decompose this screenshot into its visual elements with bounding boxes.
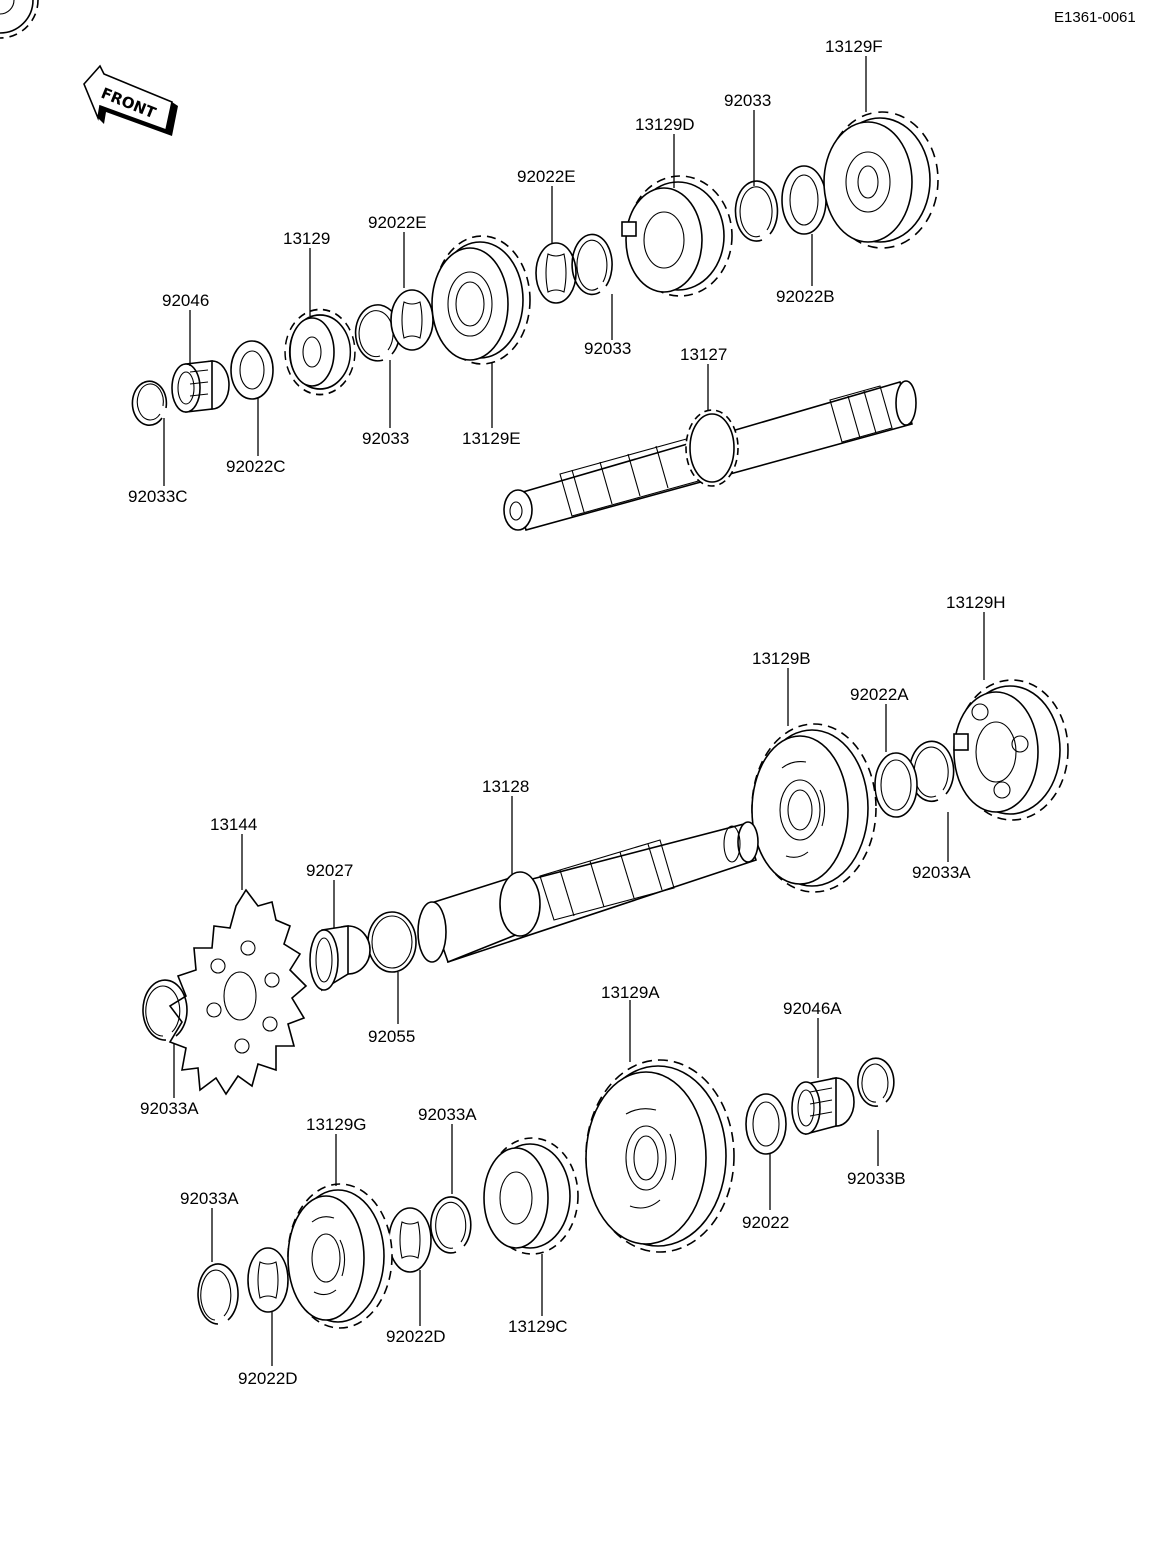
gear-13129c [483, 1137, 579, 1255]
callout-92046: 92046 [162, 291, 209, 310]
needle-bearing-92046 [171, 360, 230, 413]
circlip-92033a-right [908, 740, 955, 803]
gear-13129 [0, 0, 356, 396]
callout-92033-top: 92033 [724, 91, 771, 110]
callout-92033a-low: 92033A [180, 1189, 239, 1208]
callout-92022e-upper: 92022E [517, 167, 576, 186]
gear-13129d [621, 175, 733, 297]
callout-92022b: 92022B [776, 287, 835, 306]
callout-13128: 13128 [482, 777, 529, 796]
gear-13129f [823, 111, 939, 249]
washer-92022b [781, 165, 827, 235]
output-shaft-13128 [417, 821, 759, 964]
callout-13129c: 13129C [508, 1317, 568, 1336]
gear-13129h [953, 679, 1069, 821]
diagram-code: E1361-0061 [1054, 9, 1136, 26]
callout-92046a: 92046A [783, 999, 842, 1018]
washer-92022e-upper [535, 242, 577, 304]
callout-92033a-right: 92033A [912, 863, 971, 882]
circlip-92033a-left [142, 979, 188, 1041]
gear-13129g [287, 1183, 393, 1329]
callout-92033-mid: 92033 [584, 339, 631, 358]
callout-13144: 13144 [210, 815, 257, 834]
washer-92022e-lower [390, 289, 434, 351]
callout-labels: 13129F 92033 13129D 92022E 92022E 13129 … [128, 37, 1006, 1388]
drive-shaft-13127 [503, 380, 917, 531]
callout-92022e-lower: 92022E [368, 213, 427, 232]
circlip-92033-top [734, 180, 779, 242]
callout-13129a: 13129A [601, 983, 660, 1002]
callout-92033a-left: 92033A [140, 1099, 199, 1118]
callout-13129d: 13129D [635, 115, 695, 134]
callout-92027: 92027 [306, 861, 353, 880]
washer-92022c [230, 340, 274, 400]
callout-13129g: 13129G [306, 1115, 367, 1134]
gear-13129b [751, 723, 877, 893]
callout-92033a-mid: 92033A [418, 1105, 477, 1124]
washer-92022 [745, 1093, 787, 1155]
circlip-92033c [131, 380, 168, 427]
callout-13129: 13129 [283, 229, 330, 248]
gear-13129e [431, 235, 531, 365]
callout-13129e: 13129E [462, 429, 521, 448]
callout-92022c: 92022C [226, 457, 286, 476]
washer-92022d-mid [388, 1207, 432, 1273]
callout-92022d-mid: 92022D [386, 1327, 446, 1346]
washer-92022a [874, 752, 918, 818]
circlip-92033-mid [571, 233, 613, 296]
callout-13127: 13127 [680, 345, 727, 364]
gear-13129a [585, 1059, 735, 1253]
callout-13129h: 13129H [946, 593, 1006, 612]
callout-13129b: 13129B [752, 649, 811, 668]
collar-92027 [309, 925, 371, 992]
leader-lines [163, 56, 985, 1366]
callout-13129f: 13129F [825, 37, 883, 56]
callout-92022d-low: 92022D [238, 1369, 298, 1388]
front-arrow-icon: FRONT [83, 64, 178, 136]
callout-92033b: 92033B [847, 1169, 906, 1188]
callout-92033-left: 92033 [362, 429, 409, 448]
circlip-92033a-mid [430, 1196, 472, 1254]
o-ring-92055 [367, 911, 417, 973]
sprocket-13144 [168, 888, 308, 1096]
callout-92055: 92055 [368, 1027, 415, 1046]
callout-92022: 92022 [742, 1213, 789, 1232]
circlip-92033b [857, 1057, 895, 1107]
callout-92033c: 92033C [128, 487, 188, 506]
needle-bearing-92046a [791, 1077, 855, 1136]
callout-92022a: 92022A [850, 685, 909, 704]
circlip-92033a-low [197, 1263, 239, 1325]
washer-92022d-low [247, 1247, 289, 1313]
